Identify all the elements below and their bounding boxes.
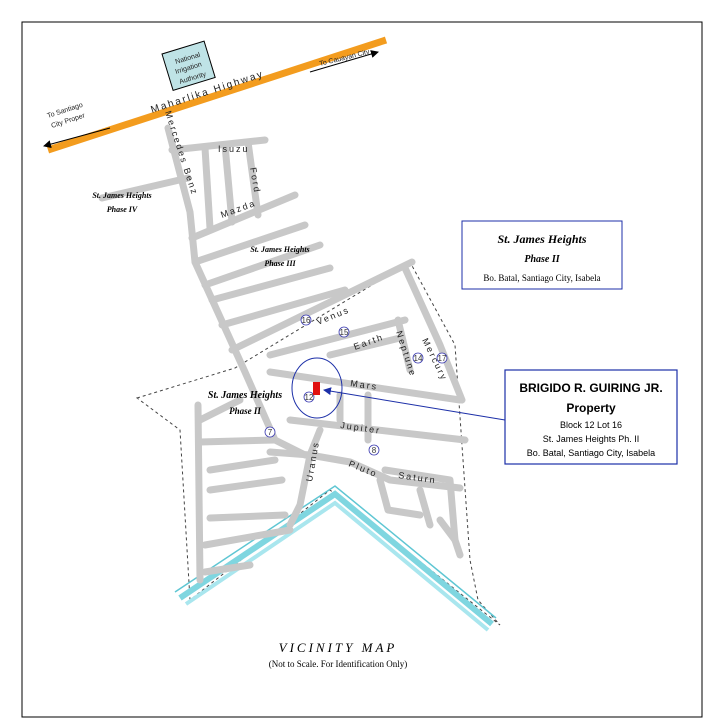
street-mars: Mars: [350, 378, 379, 392]
nia-landmark: National Irrigation Authority: [161, 40, 216, 91]
subdivision-info-box: St. James Heights Phase II Bo. Batal, Sa…: [461, 220, 623, 290]
property-info-box: BRIGIDO R. GUIRING JR. Property Block 12…: [504, 369, 678, 465]
map-title: VICINITY MAP: [279, 640, 398, 655]
block-7: 7: [268, 428, 273, 437]
map-footer: VICINITY MAP (Not to Scale. For Identifi…: [269, 640, 407, 669]
block-15: 15: [340, 328, 349, 337]
block-numbers: 16 15 14 17 12 7 8: [264, 314, 448, 456]
street-ford: Ford: [248, 167, 262, 195]
phase3-label-2: Phase III: [264, 259, 296, 268]
map-note: (Not to Scale. For Identification Only): [269, 659, 407, 669]
subdivision-title: St. James Heights: [497, 232, 586, 246]
property-owner: BRIGIDO R. GUIRING JR.: [519, 381, 662, 395]
phase2-label-2: Phase II: [229, 406, 261, 416]
street-isuzu: Isuzu: [218, 144, 250, 154]
subdivision-phase: Phase II: [524, 254, 560, 265]
property-lot[interactable]: [313, 382, 320, 395]
phase3-label-1: St. James Heights: [250, 245, 309, 254]
street-uranus: Uranus: [304, 440, 321, 482]
block-14: 14: [414, 354, 423, 363]
street-jupiter: Jupiter: [340, 420, 382, 436]
block-17: 17: [438, 354, 447, 363]
property-subdivision: St. James Heights Ph. II: [543, 434, 640, 444]
street-pluto: Pluto: [347, 459, 379, 480]
property-address: Bo. Batal, Santiago City, Isabela: [527, 448, 655, 458]
property-label: Property: [566, 401, 616, 415]
property-lot-text: Block 12 Lot 16: [560, 420, 622, 430]
phase4-label-2: Phase IV: [107, 205, 138, 214]
phase2-label-1: St. James Heights: [208, 390, 282, 401]
property-marker[interactable]: [291, 357, 506, 421]
block-16: 16: [302, 316, 311, 325]
phase4-label-1: St. James Heights: [92, 191, 151, 200]
river: [174, 485, 497, 632]
subdivision-address: Bo. Batal, Santiago City, Isabela: [483, 273, 600, 283]
block-12: 12: [305, 393, 314, 402]
callout-arrow: [323, 387, 506, 421]
map-frame: [21, 21, 703, 718]
phase-labels: St. James Heights Phase IV St. James Hei…: [92, 191, 309, 416]
road-network: [98, 124, 469, 584]
block-8: 8: [372, 446, 377, 455]
